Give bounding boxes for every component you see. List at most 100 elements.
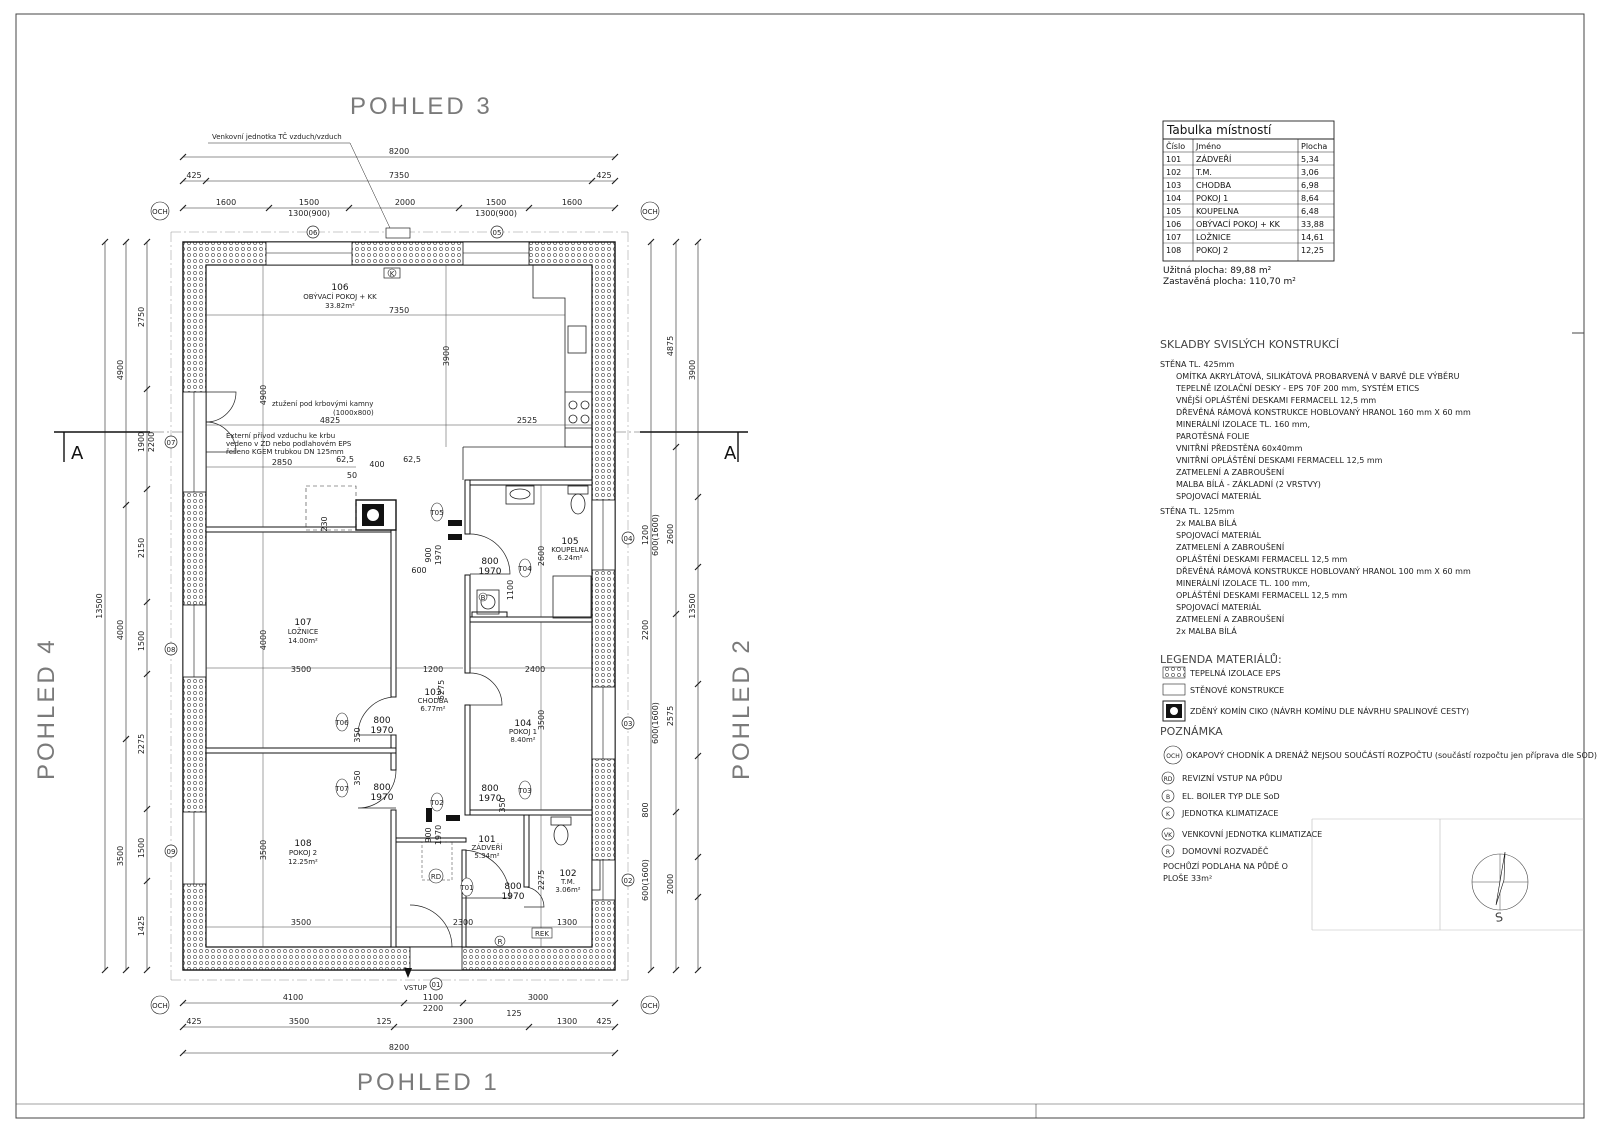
svg-text:ZATMELENÍ A ZABROUŠENÍ: ZATMELENÍ A ZABROUŠENÍ	[1176, 541, 1285, 552]
window-marker-04: 04	[621, 531, 635, 545]
svg-text:POKOJ 1: POKOJ 1	[509, 728, 537, 736]
svg-text:5275: 5275	[437, 680, 446, 700]
door-marker-t05: T05	[429, 502, 444, 522]
note-k-icon: K	[1161, 806, 1175, 820]
svg-text:6,48: 6,48	[1301, 207, 1319, 216]
svg-text:13500: 13500	[688, 593, 697, 618]
marker-r: R	[494, 935, 506, 947]
svg-text:2200: 2200	[641, 620, 650, 640]
door-marker-t01: T01	[459, 877, 474, 897]
legend-walls-swatch	[1162, 683, 1186, 696]
svg-text:CHODBA: CHODBA	[418, 697, 449, 705]
material-legend: LEGENDA MATERIÁLŮ: TEPELNÁ IZOLACE EPS S…	[1160, 653, 1469, 722]
entrance-arrow	[404, 968, 412, 978]
entrance-label: VSTUP	[404, 984, 427, 992]
room-label-101: 101 ZÁDVEŘÍ 5.34m²	[472, 835, 503, 860]
svg-text:REK: REK	[535, 930, 549, 938]
door-marker-t07: T07	[334, 778, 349, 798]
window-marker-08: 08	[164, 642, 178, 656]
svg-text:5,34: 5,34	[1301, 155, 1319, 164]
svg-text:OBÝVACÍ POKOJ + KK: OBÝVACÍ POKOJ + KK	[303, 292, 377, 301]
svg-text:14.00m²: 14.00m²	[288, 637, 318, 645]
svg-text:350: 350	[498, 797, 507, 812]
svg-text:1100: 1100	[506, 580, 515, 600]
door-frames	[426, 520, 462, 822]
svg-text:105: 105	[561, 537, 578, 547]
room-label-105: 105 KOUPELNA 6.24m²	[551, 537, 589, 562]
window-marker-06: 06	[306, 225, 320, 239]
svg-text:POKOJ 1: POKOJ 1	[1196, 194, 1228, 203]
svg-text:R: R	[1166, 849, 1170, 856]
compositions-title: SKLADBY SVISLÝCH KONSTRUKCÍ	[1160, 338, 1339, 351]
svg-text:CHODBA: CHODBA	[1196, 181, 1232, 190]
svg-text:T02: T02	[429, 799, 443, 807]
svg-text:3900: 3900	[442, 346, 451, 366]
view-label-bottom: POHLED 1	[357, 1069, 500, 1096]
svg-text:800: 800	[504, 882, 521, 892]
svg-text:T01: T01	[459, 884, 473, 892]
window-marker-05: 05	[490, 225, 504, 239]
room-table-header-num: Číslo	[1166, 140, 1185, 151]
svg-text:1970: 1970	[434, 825, 443, 845]
note-rd-icon: RD	[1161, 771, 1175, 785]
svg-text:4825: 4825	[320, 416, 340, 425]
door-marker-t04: T04	[517, 558, 532, 578]
svg-text:1300: 1300	[557, 918, 577, 927]
svg-text:1970: 1970	[371, 726, 394, 736]
svg-text:4900: 4900	[259, 385, 268, 405]
svg-text:107: 107	[1166, 233, 1181, 242]
compass-icon: S	[1471, 851, 1529, 925]
svg-text:KOUPELNA: KOUPELNA	[1196, 207, 1239, 216]
air-note-3: řešeno KGEM trubkou DN 125mm	[226, 448, 344, 456]
marker-k: K	[383, 267, 401, 279]
svg-text:T.M.: T.M.	[1195, 168, 1212, 177]
outdoor-unit	[385, 227, 411, 239]
svg-text:4900: 4900	[116, 360, 125, 380]
note-b-icon: B	[1161, 789, 1175, 803]
och-note-icon: OCH	[1163, 745, 1183, 765]
svg-text:B: B	[481, 594, 486, 602]
svg-text:6.24m²: 6.24m²	[557, 554, 582, 562]
room-label-102: 102 T.M. 3.06m²	[555, 869, 580, 894]
svg-text:105: 105	[1166, 207, 1181, 216]
bottom-dimension-labels: 4100 1100 2200 3000 425 3500 125 2300 12…	[186, 993, 611, 1052]
note-r-icon: R	[1161, 844, 1175, 858]
svg-text:PAROTĚSNÁ FOLIE: PAROTĚSNÁ FOLIE	[1176, 430, 1249, 441]
chimney	[355, 499, 397, 531]
svg-text:R: R	[498, 938, 503, 946]
svg-text:1200: 1200	[641, 525, 650, 545]
svg-text:T07: T07	[334, 785, 348, 793]
svg-text:425: 425	[186, 1017, 201, 1026]
svg-text:01: 01	[432, 981, 441, 989]
wall1-title: STĚNA TL. 425mm	[1160, 358, 1235, 369]
room-table-header-area: Plocha	[1301, 142, 1327, 151]
svg-text:OMÍTKA AKRYLÁTOVÁ, SILIKÁTOVÁ: OMÍTKA AKRYLÁTOVÁ, SILIKÁTOVÁ PROBARVENÁ…	[1176, 370, 1460, 381]
svg-text:104: 104	[1166, 194, 1181, 203]
svg-text:MINERÁLNÍ IZOLACE TL. 160 mm,: MINERÁLNÍ IZOLACE TL. 160 mm,	[1176, 418, 1310, 429]
svg-text:1600: 1600	[562, 198, 582, 207]
svg-text:1100: 1100	[423, 993, 443, 1002]
svg-text:1970: 1970	[434, 545, 443, 565]
svg-text:900: 900	[424, 547, 433, 562]
svg-text:800: 800	[641, 802, 650, 817]
svg-text:8200: 8200	[389, 1043, 409, 1052]
svg-text:350: 350	[353, 770, 362, 785]
sheet-frame	[15, 13, 1585, 1119]
svg-text:OCH: OCH	[642, 1002, 658, 1010]
svg-text:OCH: OCH	[152, 208, 168, 216]
svg-text:33.82m²: 33.82m²	[325, 302, 355, 310]
room-label-103: 103 CHODBA 6.77m²	[418, 688, 449, 713]
svg-text:50: 50	[347, 471, 357, 480]
svg-text:ZATMELENÍ A ZABROUŠENÍ: ZATMELENÍ A ZABROUŠENÍ	[1176, 613, 1285, 624]
svg-text:ZÁDVEŘÍ: ZÁDVEŘÍ	[1196, 153, 1232, 164]
legend-eps-label: TEPELNÁ IZOLACE EPS	[1189, 667, 1281, 678]
svg-text:LOŽNICE: LOŽNICE	[1196, 231, 1231, 242]
svg-text:VNĚJŠÍ OPLÁŠTĚNÍ DESKAMI FERMA: VNĚJŠÍ OPLÁŠTĚNÍ DESKAMI FERMACELL 12,5 …	[1176, 394, 1376, 405]
note-vk-text: VENKOVNÍ JEDNOTKA KLIMATIZACE	[1182, 828, 1322, 839]
svg-text:2200: 2200	[423, 1004, 443, 1013]
note-r-text: DOMOVNÍ ROZVADĚČ	[1182, 845, 1269, 856]
svg-text:104: 104	[514, 719, 531, 729]
svg-text:OCH: OCH	[152, 1002, 168, 1010]
svg-text:OPLÁŠTĚNÍ DESKAMI FERMACELL 12: OPLÁŠTĚNÍ DESKAMI FERMACELL 12,5 mm	[1176, 589, 1348, 600]
